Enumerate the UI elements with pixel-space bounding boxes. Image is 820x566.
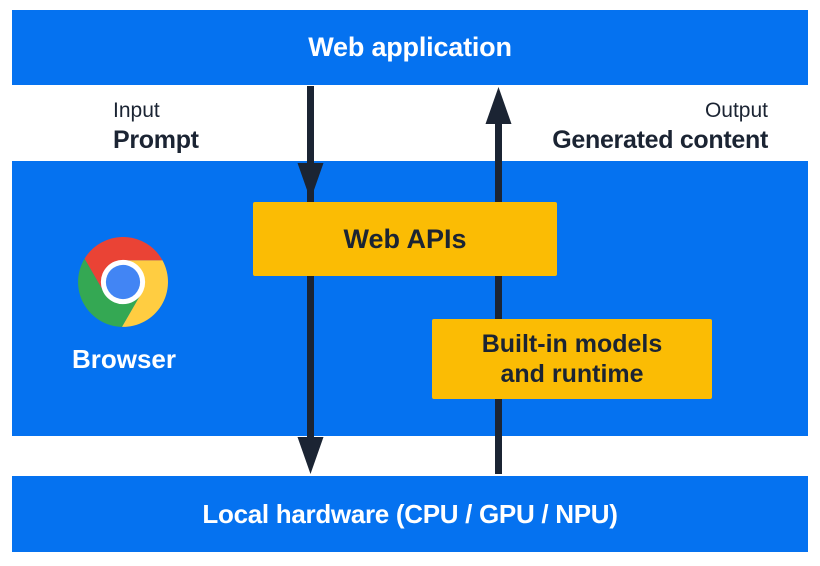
local-hardware-label: Local hardware (CPU / GPU / NPU) — [202, 498, 618, 529]
input-label-group: Input Prompt — [113, 99, 199, 154]
web-application-bar: Web application — [12, 10, 808, 85]
browser-label: Browser — [71, 344, 177, 374]
input-caption: Input — [113, 99, 160, 122]
arrow-up-head — [485, 87, 512, 124]
chrome-logo-icon — [78, 236, 168, 327]
chrome-logo-red-segment — [84, 236, 163, 293]
local-hardware-bar: Local hardware (CPU / GPU / NPU) — [12, 476, 808, 552]
builtin-models-label-line2: and runtime — [500, 360, 644, 388]
builtin-models-label-line1: Built-in models — [481, 330, 663, 358]
arrow-down-head-hardware — [297, 437, 324, 474]
web-application-label: Web application — [308, 32, 512, 62]
output-label-group: Output Generated content — [552, 99, 768, 154]
chrome-logo-yellow-segment — [122, 260, 168, 327]
chrome-logo-blue-center — [105, 264, 141, 300]
output-caption: Output — [704, 99, 768, 122]
builtin-models-box: Built-in models and runtime — [432, 319, 712, 399]
web-apis-label: Web APIs — [343, 223, 467, 254]
input-value: Prompt — [113, 126, 199, 154]
chrome-logo-green-segment — [78, 258, 142, 327]
web-apis-box: Web APIs — [253, 202, 557, 276]
output-value: Generated content — [552, 126, 768, 154]
